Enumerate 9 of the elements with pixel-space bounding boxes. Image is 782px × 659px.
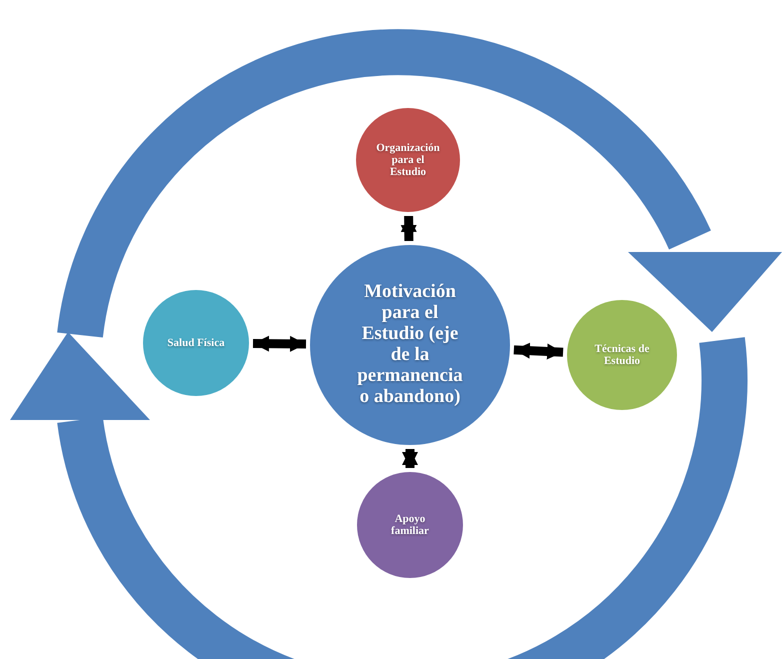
topic-label: Organización para el Estudio: [376, 142, 440, 178]
topic-label: Técnicas de Estudio: [594, 342, 650, 368]
double-arrow: [252, 336, 306, 352]
double-arrow: [402, 449, 418, 468]
topic-label: Apoyo familiar: [390, 512, 430, 538]
topic-label: Salud Física: [167, 336, 225, 350]
double-arrow: [400, 216, 417, 242]
double-arrow: [514, 342, 564, 360]
topic-label: Motivación para el Estudio (eje de la permanencia o abandono): [356, 282, 464, 408]
